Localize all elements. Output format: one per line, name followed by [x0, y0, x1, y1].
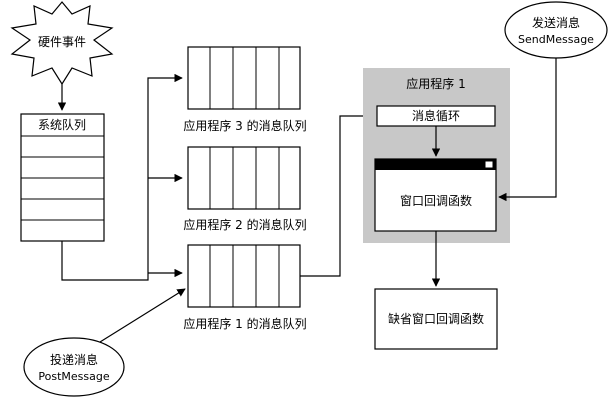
post-message-line2: PostMessage [38, 370, 109, 383]
application1-title: 应用程序 1 [406, 76, 465, 91]
app1-queue: 应用程序 1 的消息队列 [183, 244, 307, 331]
default-window-proc-label: 缺省窗口回调函数 [388, 311, 484, 326]
window-close-box [484, 160, 494, 169]
hardware-event-label: 硬件事件 [38, 35, 86, 49]
app1-queue-to-loop-line [300, 111, 373, 277]
window-proc-window: 窗口回调函数 [374, 158, 497, 232]
app2-queue: 应用程序 2 的消息队列 [183, 146, 307, 232]
post-message-line1: 投递消息 [50, 352, 98, 367]
message-loop-label: 消息循环 [412, 108, 460, 123]
system-to-app-queues-lines [61, 73, 183, 281]
post-message-node: 投递消息 PostMessage [23, 337, 125, 397]
system-queue: 系统队列 [20, 113, 105, 242]
app2-queue-label: 应用程序 2 的消息队列 [183, 217, 306, 232]
app3-queue-label: 应用程序 3 的消息队列 [183, 118, 306, 133]
app3-queue: 应用程序 3 的消息队列 [183, 46, 307, 133]
hardware-event-node: 硬件事件 [10, 1, 114, 86]
app1-queue-label: 应用程序 1 的消息队列 [183, 316, 306, 331]
system-queue-label: 系统队列 [38, 117, 86, 132]
window-proc-label: 窗口回调函数 [400, 193, 472, 208]
send-message-to-window-proc-line [498, 58, 557, 202]
default-window-proc-box: 缺省窗口回调函数 [374, 288, 498, 350]
post-message-to-app1-queue-arrow [99, 288, 186, 343]
send-message-line2: SendMessage [518, 33, 594, 46]
send-message-node: 发送消息 SendMessage [504, 1, 608, 59]
send-message-line1: 发送消息 [532, 15, 580, 30]
